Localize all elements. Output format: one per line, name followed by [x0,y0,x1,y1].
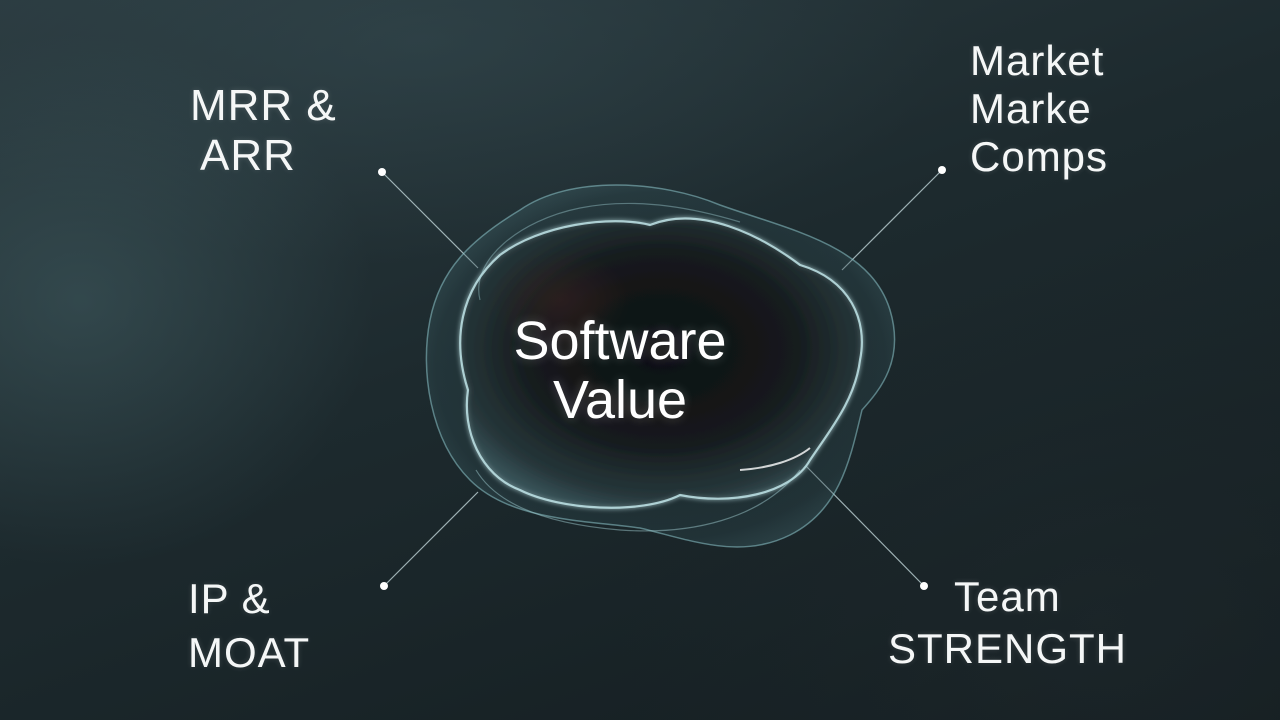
label-ip-moat-line2: MOAT [188,629,311,676]
label-mrr-arr-line2: ARR [200,131,296,180]
center-title-line2: Value [552,370,688,431]
label-market-comps: Market Marke Comps [970,40,1108,184]
label-market-comps-line1: Market [970,37,1105,84]
blob-contour-2 [475,469,801,532]
dot-top-right [938,166,946,174]
label-team-strength: Team STRENGTH [888,576,1127,670]
connector-bottom-left [383,491,479,587]
label-team-strength-line1: Team [954,573,1061,620]
label-ip-moat: IP & MOAT [188,578,310,674]
label-mrr-arr: MRR & ARR [190,84,337,178]
connector-dots [378,166,946,590]
connector-top-left [381,171,479,269]
connector-top-right [841,169,943,271]
label-market-comps-line2: Marke [970,85,1092,132]
inner-warm-glow [490,250,630,350]
blob-highlight [739,447,811,471]
center-title: Software Value [460,311,780,431]
dot-bottom-right [920,582,928,590]
center-title-line1: Software [513,311,727,371]
label-team-strength-line2: STRENGTH [888,625,1127,672]
label-market-comps-line3: Comps [970,133,1109,180]
blob-contour-1 [478,202,741,301]
label-mrr-arr-line1: MRR & [190,81,337,130]
dot-top-left [378,168,386,176]
label-ip-moat-line1: IP & [188,575,271,622]
dot-bottom-left [380,582,388,590]
